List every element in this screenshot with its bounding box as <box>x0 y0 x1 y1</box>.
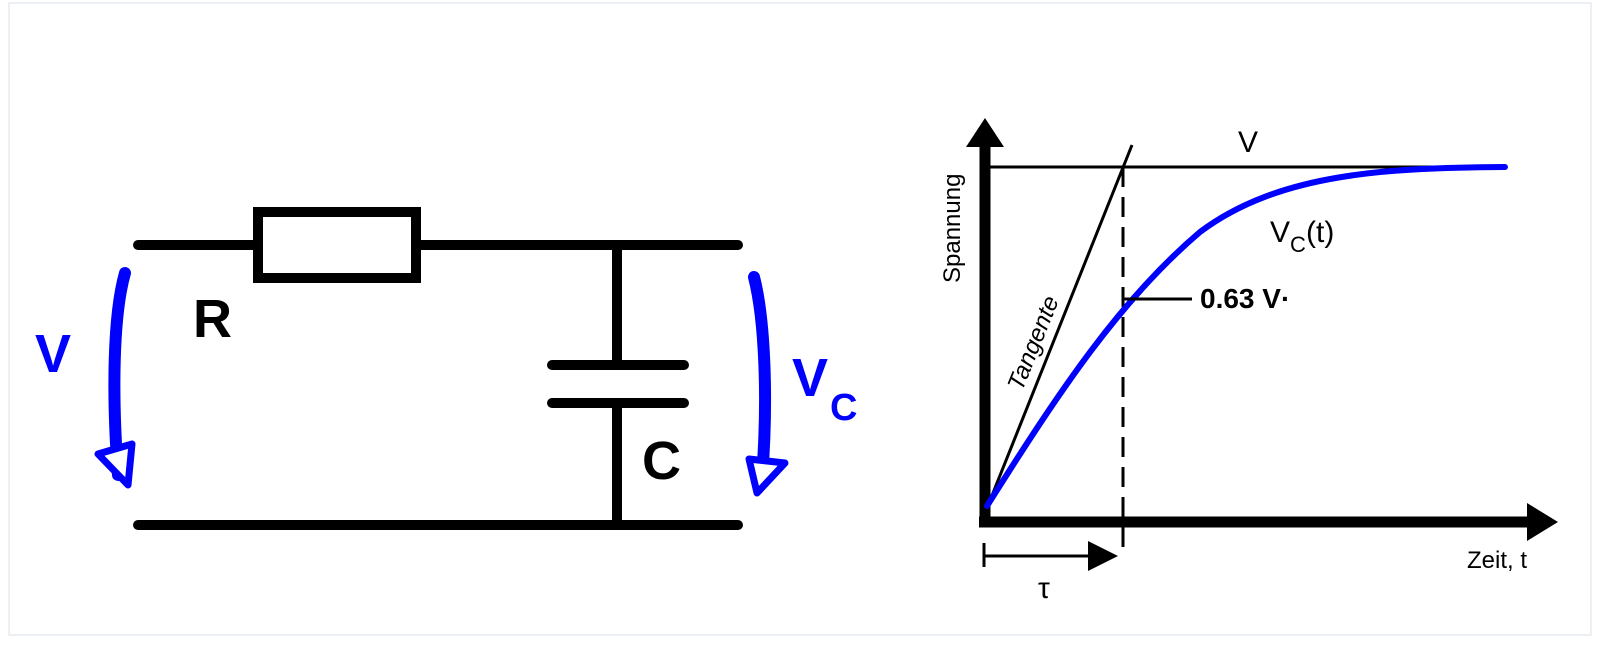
resistor-label: R <box>193 289 232 349</box>
tau-label: τ <box>1038 572 1050 605</box>
output-voltage-label: V <box>792 348 828 408</box>
output-voltage-subscript: C <box>830 387 857 429</box>
curve-label-main: V <box>1270 216 1290 249</box>
curve-label-sub: C <box>1290 232 1306 257</box>
input-voltage-label: V <box>35 324 71 384</box>
figure-frame <box>8 2 1592 636</box>
x-axis-arrowhead <box>1527 503 1558 541</box>
capacitor-label: C <box>642 431 681 491</box>
curve-label-suffix: (t) <box>1306 216 1334 249</box>
charging-graph <box>966 118 1558 571</box>
tangent-line <box>985 144 1134 509</box>
input-voltage-arrow <box>94 267 136 489</box>
y-axis-label: Spannung <box>939 174 966 283</box>
output-voltage-arrow <box>745 271 789 497</box>
marker-063-label: 0.63 V· <box>1200 283 1290 314</box>
charging-curve <box>984 164 1508 509</box>
y-axis-arrowhead <box>966 118 1004 147</box>
rc-circuit <box>133 207 743 530</box>
final-value-label: V <box>1238 126 1258 159</box>
x-axis-label: Zeit, t <box>1467 547 1527 574</box>
